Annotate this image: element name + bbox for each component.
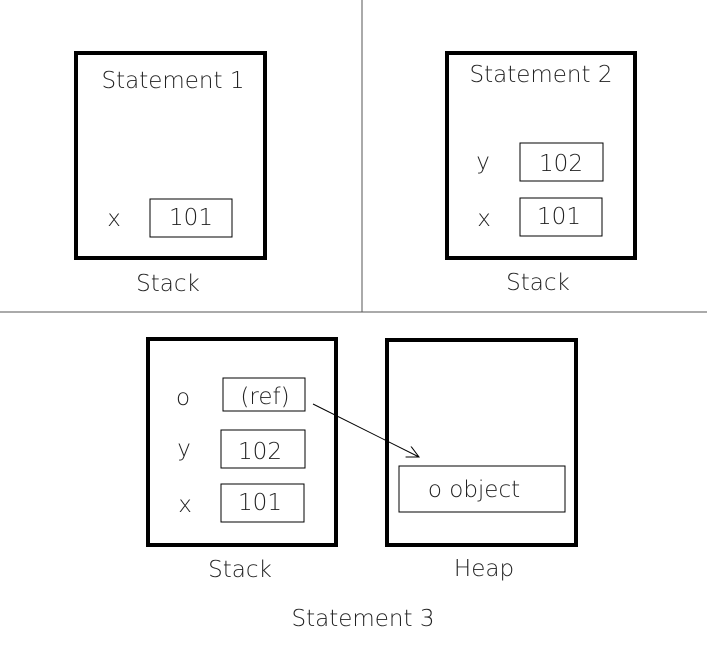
var-o-label: o bbox=[176, 385, 190, 411]
statement-1-title: Statement 1 bbox=[102, 68, 245, 94]
var-y-label: y bbox=[177, 436, 191, 462]
statement-3-caption: Statement 3 bbox=[292, 606, 435, 632]
stack-caption-2: Stack bbox=[506, 270, 570, 296]
stack-caption-3: Stack bbox=[208, 557, 272, 583]
var-x-cell bbox=[149, 198, 233, 238]
var-y-value: 102 bbox=[539, 151, 583, 177]
var-x-label: x bbox=[107, 206, 121, 232]
var-o-cell bbox=[222, 377, 306, 412]
stack-frame-1 bbox=[74, 51, 267, 260]
var-x-cell bbox=[220, 483, 305, 523]
panel-statement-2: Statement 2 y 102 x 101 Stack bbox=[445, 51, 637, 296]
var-y-cell bbox=[519, 142, 604, 182]
heap-object-label: o object bbox=[428, 477, 520, 503]
reference-arrow bbox=[312, 403, 419, 457]
panel-statement-1: Statement 1 x 101 Stack bbox=[74, 51, 267, 297]
panel-statement-3: o (ref) y 102 x 101 o object Stack Heap … bbox=[146, 337, 578, 632]
var-x-value: 101 bbox=[537, 204, 581, 230]
stack-frame-3 bbox=[146, 337, 338, 547]
stack-frame-2 bbox=[445, 51, 637, 260]
heap-caption: Heap bbox=[454, 556, 514, 582]
var-y-value: 102 bbox=[238, 439, 282, 465]
var-x-cell bbox=[519, 197, 603, 237]
var-x-label: x bbox=[477, 206, 491, 232]
var-x-label: x bbox=[178, 492, 192, 518]
var-y-label: y bbox=[476, 149, 490, 175]
statement-2-title: Statement 2 bbox=[470, 62, 613, 88]
heap-object-cell bbox=[398, 465, 566, 513]
var-x-value: 101 bbox=[169, 205, 213, 231]
heap-frame bbox=[385, 338, 578, 547]
var-y-cell bbox=[220, 429, 306, 469]
stack-caption-1: Stack bbox=[136, 271, 200, 297]
var-x-value: 101 bbox=[238, 490, 282, 516]
var-o-value: (ref) bbox=[240, 384, 289, 410]
